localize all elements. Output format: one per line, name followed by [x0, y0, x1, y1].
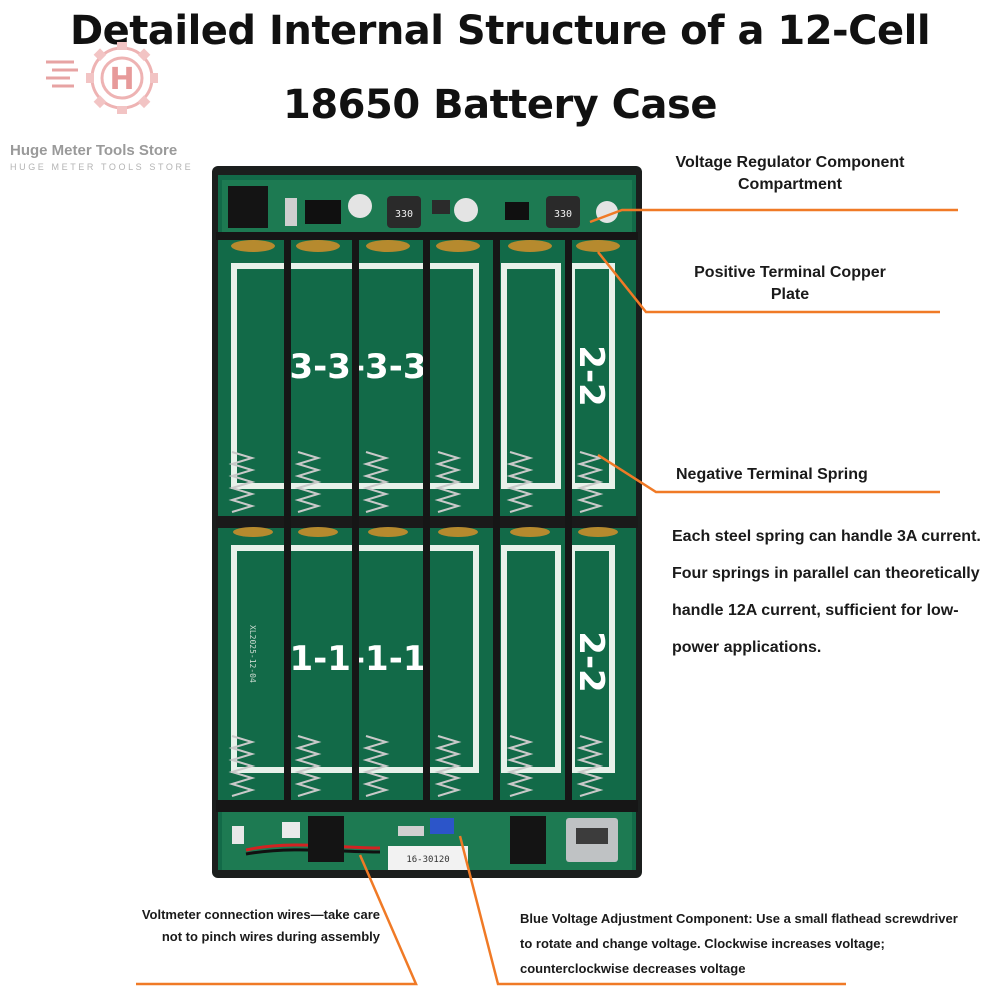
title-line-1: Detailed Internal Structure of a 12-Cell: [69, 8, 931, 54]
negative-spring-icon: [228, 451, 604, 513]
callout-voltage-regulator: Voltage Regulator Component Compartment: [675, 154, 905, 193]
store-name-watermark: Huge Meter Tools Store: [10, 142, 178, 159]
callout-voltmeter-wires: Voltmeter connection wires—take care not…: [141, 907, 380, 944]
title-line-2: 18650 Battery Case: [283, 82, 717, 128]
spring-capacity-note: Each steel spring can handle 3A current.…: [672, 528, 981, 656]
chip-icon: [305, 200, 341, 224]
store-subtitle-watermark: HUGE METER TOOLS STORE: [10, 162, 194, 172]
inductor-icon: [387, 196, 421, 228]
dc-jack-icon: [228, 186, 268, 228]
inductor-mark-1: 330: [395, 209, 413, 220]
capacitor-icon: [454, 198, 478, 222]
module-text: 16-30120: [406, 855, 449, 865]
negative-spring-icon: [228, 735, 604, 797]
dc-jack-icon: [510, 816, 546, 864]
callout-lines: [136, 208, 958, 986]
group-label-22-top: 2-2: [571, 345, 611, 406]
callout-positive-terminal: Positive Terminal Copper Plate: [694, 264, 886, 303]
silkscreen-date: XL2025-12-04: [248, 625, 257, 683]
callout-negative-spring: Negative Terminal Spring: [676, 466, 868, 483]
capacitor-icon: [348, 194, 372, 218]
dc-jack-icon: [308, 816, 344, 862]
inductor-mark-2: 330: [554, 209, 572, 220]
callout-blue-adjustment: Blue Voltage Adjustment Component: Use a…: [520, 911, 958, 976]
group-label-22-bottom: 2-2: [571, 631, 611, 692]
store-logo-gear-icon: H: [46, 42, 158, 114]
blue-potentiometer-icon: [430, 818, 454, 834]
inductor-icon: [546, 196, 580, 228]
logo-letter: H: [109, 62, 134, 97]
